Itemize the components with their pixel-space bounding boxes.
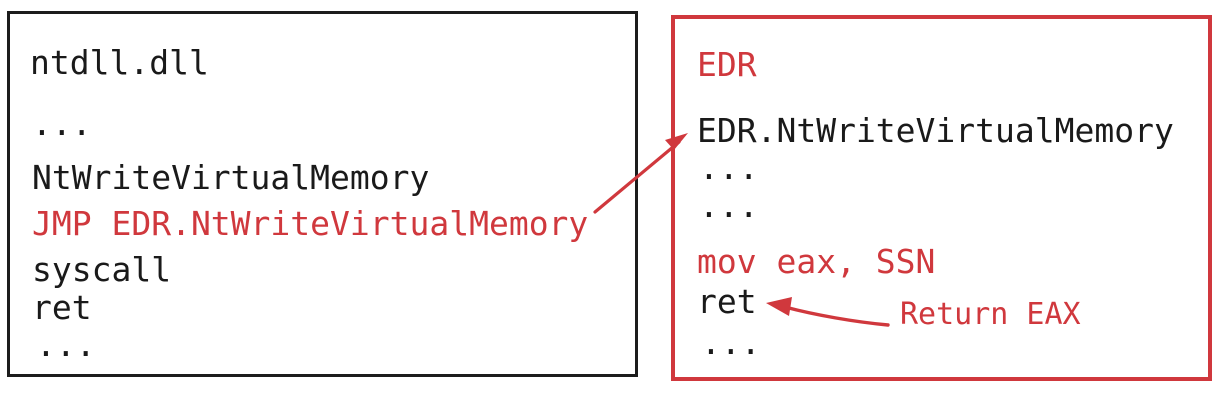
ntdll-ellipsis-1: ...: [32, 104, 92, 143]
ntdll-line-syscall: syscall: [32, 250, 172, 289]
edr-box: [671, 15, 1212, 381]
edr-ellipsis-3: ...: [701, 323, 761, 362]
edr-ellipsis-2: ...: [699, 186, 759, 225]
edr-ellipsis-1: ...: [699, 148, 759, 187]
return-eax-label: Return EAX: [900, 297, 1081, 332]
ntdll-line-ret: ret: [32, 288, 92, 327]
edr-line-mov-eax-ssn: mov eax, SSN: [697, 242, 936, 281]
ntdll-dll-box: [7, 11, 638, 377]
ntdll-line-jmp-edr: JMP EDR.NtWriteVirtualMemory: [32, 204, 589, 243]
ntdll-ellipsis-2: ...: [36, 325, 96, 364]
edr-heading: EDR: [697, 45, 757, 84]
ntdll-line-ntwritevirtualmemory: NtWriteVirtualMemory: [32, 158, 430, 197]
ntdll-heading: ntdll.dll: [30, 43, 209, 82]
edr-line-ntwritevirtualmemory: EDR.NtWriteVirtualMemory: [697, 111, 1174, 150]
edr-line-ret: ret: [697, 282, 757, 321]
